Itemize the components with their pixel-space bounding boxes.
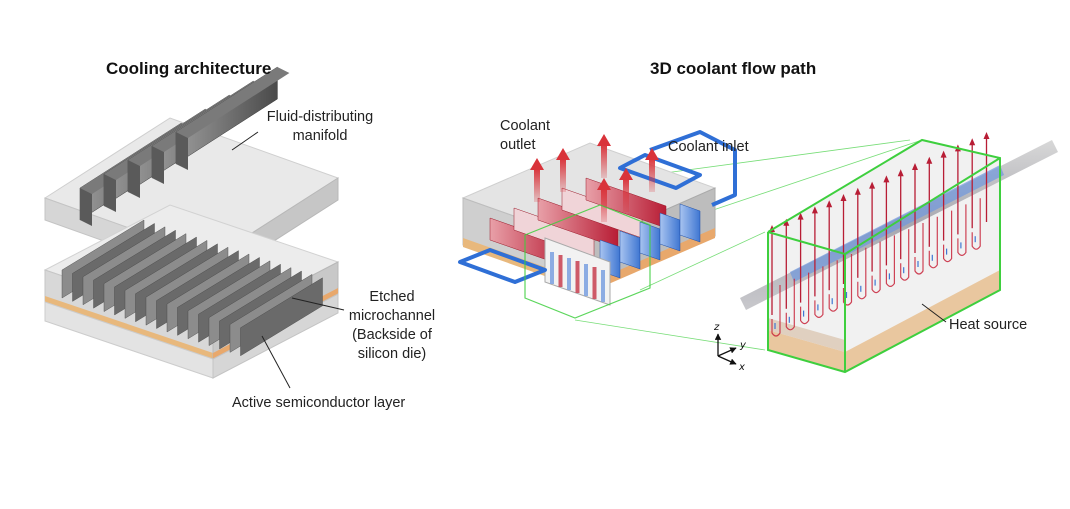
die-block <box>43 204 340 379</box>
manifold-label-line-2: manifold <box>292 128 348 144</box>
inlet-channel <box>659 212 681 252</box>
outlet-arrow-head <box>530 158 544 170</box>
hairpin-loop <box>971 198 981 250</box>
zoom-outlet-arrow-head <box>983 132 990 139</box>
zoom-outlet-arrow-head <box>869 181 876 189</box>
coolant-outlet-label: Coolant outlet <box>500 117 550 155</box>
microchannel-label-line-2: microchannel <box>348 308 436 324</box>
coolant-outlet-line-2: outlet <box>500 137 536 153</box>
hairpin-loop <box>857 247 867 300</box>
manifold-fin-front <box>80 188 92 226</box>
zoom-outlet-arrow-head <box>811 206 818 214</box>
manifold-fin-front <box>104 174 116 212</box>
notch-tube <box>584 264 588 296</box>
manifold-fin-front <box>152 146 164 184</box>
notch-tube <box>601 270 605 302</box>
hairpin-loop <box>771 285 781 337</box>
hairpin-loop <box>900 229 910 281</box>
manifold-label: Fluid-distributing manifold <box>250 108 390 146</box>
zoom-outlet-arrow-head <box>897 169 904 177</box>
coolant-inlet-label: Coolant inlet <box>668 139 749 155</box>
outlet-arrow-shaft <box>560 158 566 192</box>
outlet-arrow-shaft <box>649 158 655 192</box>
hairpin-loop <box>785 278 795 331</box>
outlet-arrow-shaft <box>601 188 607 222</box>
notch-tube <box>550 252 554 284</box>
cooling-architecture-title: Cooling architecture <box>106 59 272 78</box>
zoom-outlet-arrow-head <box>797 212 804 220</box>
hairpin-loop <box>871 241 881 294</box>
coolant-block <box>458 130 737 306</box>
outlet-arrow-head <box>597 178 611 190</box>
hairpin-loop <box>957 204 967 256</box>
hairpin-loop <box>928 216 938 269</box>
outlet-arrow-head <box>645 148 659 160</box>
coolant-flow-path-title: 3D coolant flow path <box>650 59 817 78</box>
inlet-channel <box>679 203 701 243</box>
hairpin-loop <box>943 210 953 263</box>
notch-tube <box>567 258 571 290</box>
zoom-outlet-arrow-head <box>826 200 833 208</box>
zoom-outlet-arrow-head <box>883 175 890 183</box>
axis-x-label: x <box>739 362 745 373</box>
notch-tube <box>592 267 597 299</box>
outlet-arrow-head <box>556 148 570 160</box>
zoom-region-box <box>524 204 651 319</box>
zoom-outlet-arrow-head <box>940 150 947 158</box>
manifold-fin-front <box>176 132 188 170</box>
zoom-outlet-arrow-head <box>926 156 933 164</box>
microchannel-label-line-1: Etched <box>369 289 415 305</box>
hairpin-loop <box>914 223 924 275</box>
outlet-arrow-shaft <box>534 168 540 202</box>
zoom-outlet-arrow-head <box>854 187 861 195</box>
active-layer-label: Active semiconductor layer <box>232 395 406 411</box>
zoom-outlet-arrow-head <box>783 218 790 226</box>
axis-y-label: y <box>740 340 746 351</box>
microchannel-label-line-4: silicon die) <box>357 346 427 362</box>
hairpin-loop <box>800 272 810 325</box>
inlet-channel <box>619 230 641 270</box>
zoom-outlet-arrow-head <box>840 194 847 201</box>
outlet-arrow-head <box>597 134 611 146</box>
hairpin-loop <box>885 235 895 287</box>
manifold-fin-front <box>128 160 140 198</box>
active-layer-left <box>45 296 213 360</box>
outlet-arrow-shaft <box>623 178 629 212</box>
microchannel-label-line-3: (Backside of <box>352 327 432 343</box>
notch-tube <box>558 255 563 287</box>
zoom-outlet-arrow-head <box>912 163 918 170</box>
axis-triad <box>714 333 737 365</box>
outlet-arrow-head <box>619 168 633 180</box>
manifold-fin-top <box>176 67 290 138</box>
hairpin-loop <box>842 254 853 306</box>
zoom-outlet-arrow-head <box>969 138 976 146</box>
manifold-label-line-1: Fluid-distributing <box>266 109 374 125</box>
outlet-arrow-shaft <box>601 144 607 178</box>
coolant-outlet-line-1: Coolant <box>500 118 550 134</box>
heat-source-label: Heat source <box>949 317 1028 333</box>
axis-z-label: z <box>714 322 720 333</box>
notch-tube <box>575 261 580 293</box>
microchannel-label: Etched microchannel (Backside of silicon… <box>336 288 448 364</box>
hairpin-loop <box>814 266 824 318</box>
hairpin-loop <box>828 260 838 312</box>
microchannel-fin <box>240 277 323 357</box>
zoomed-channel-view <box>740 132 1058 374</box>
